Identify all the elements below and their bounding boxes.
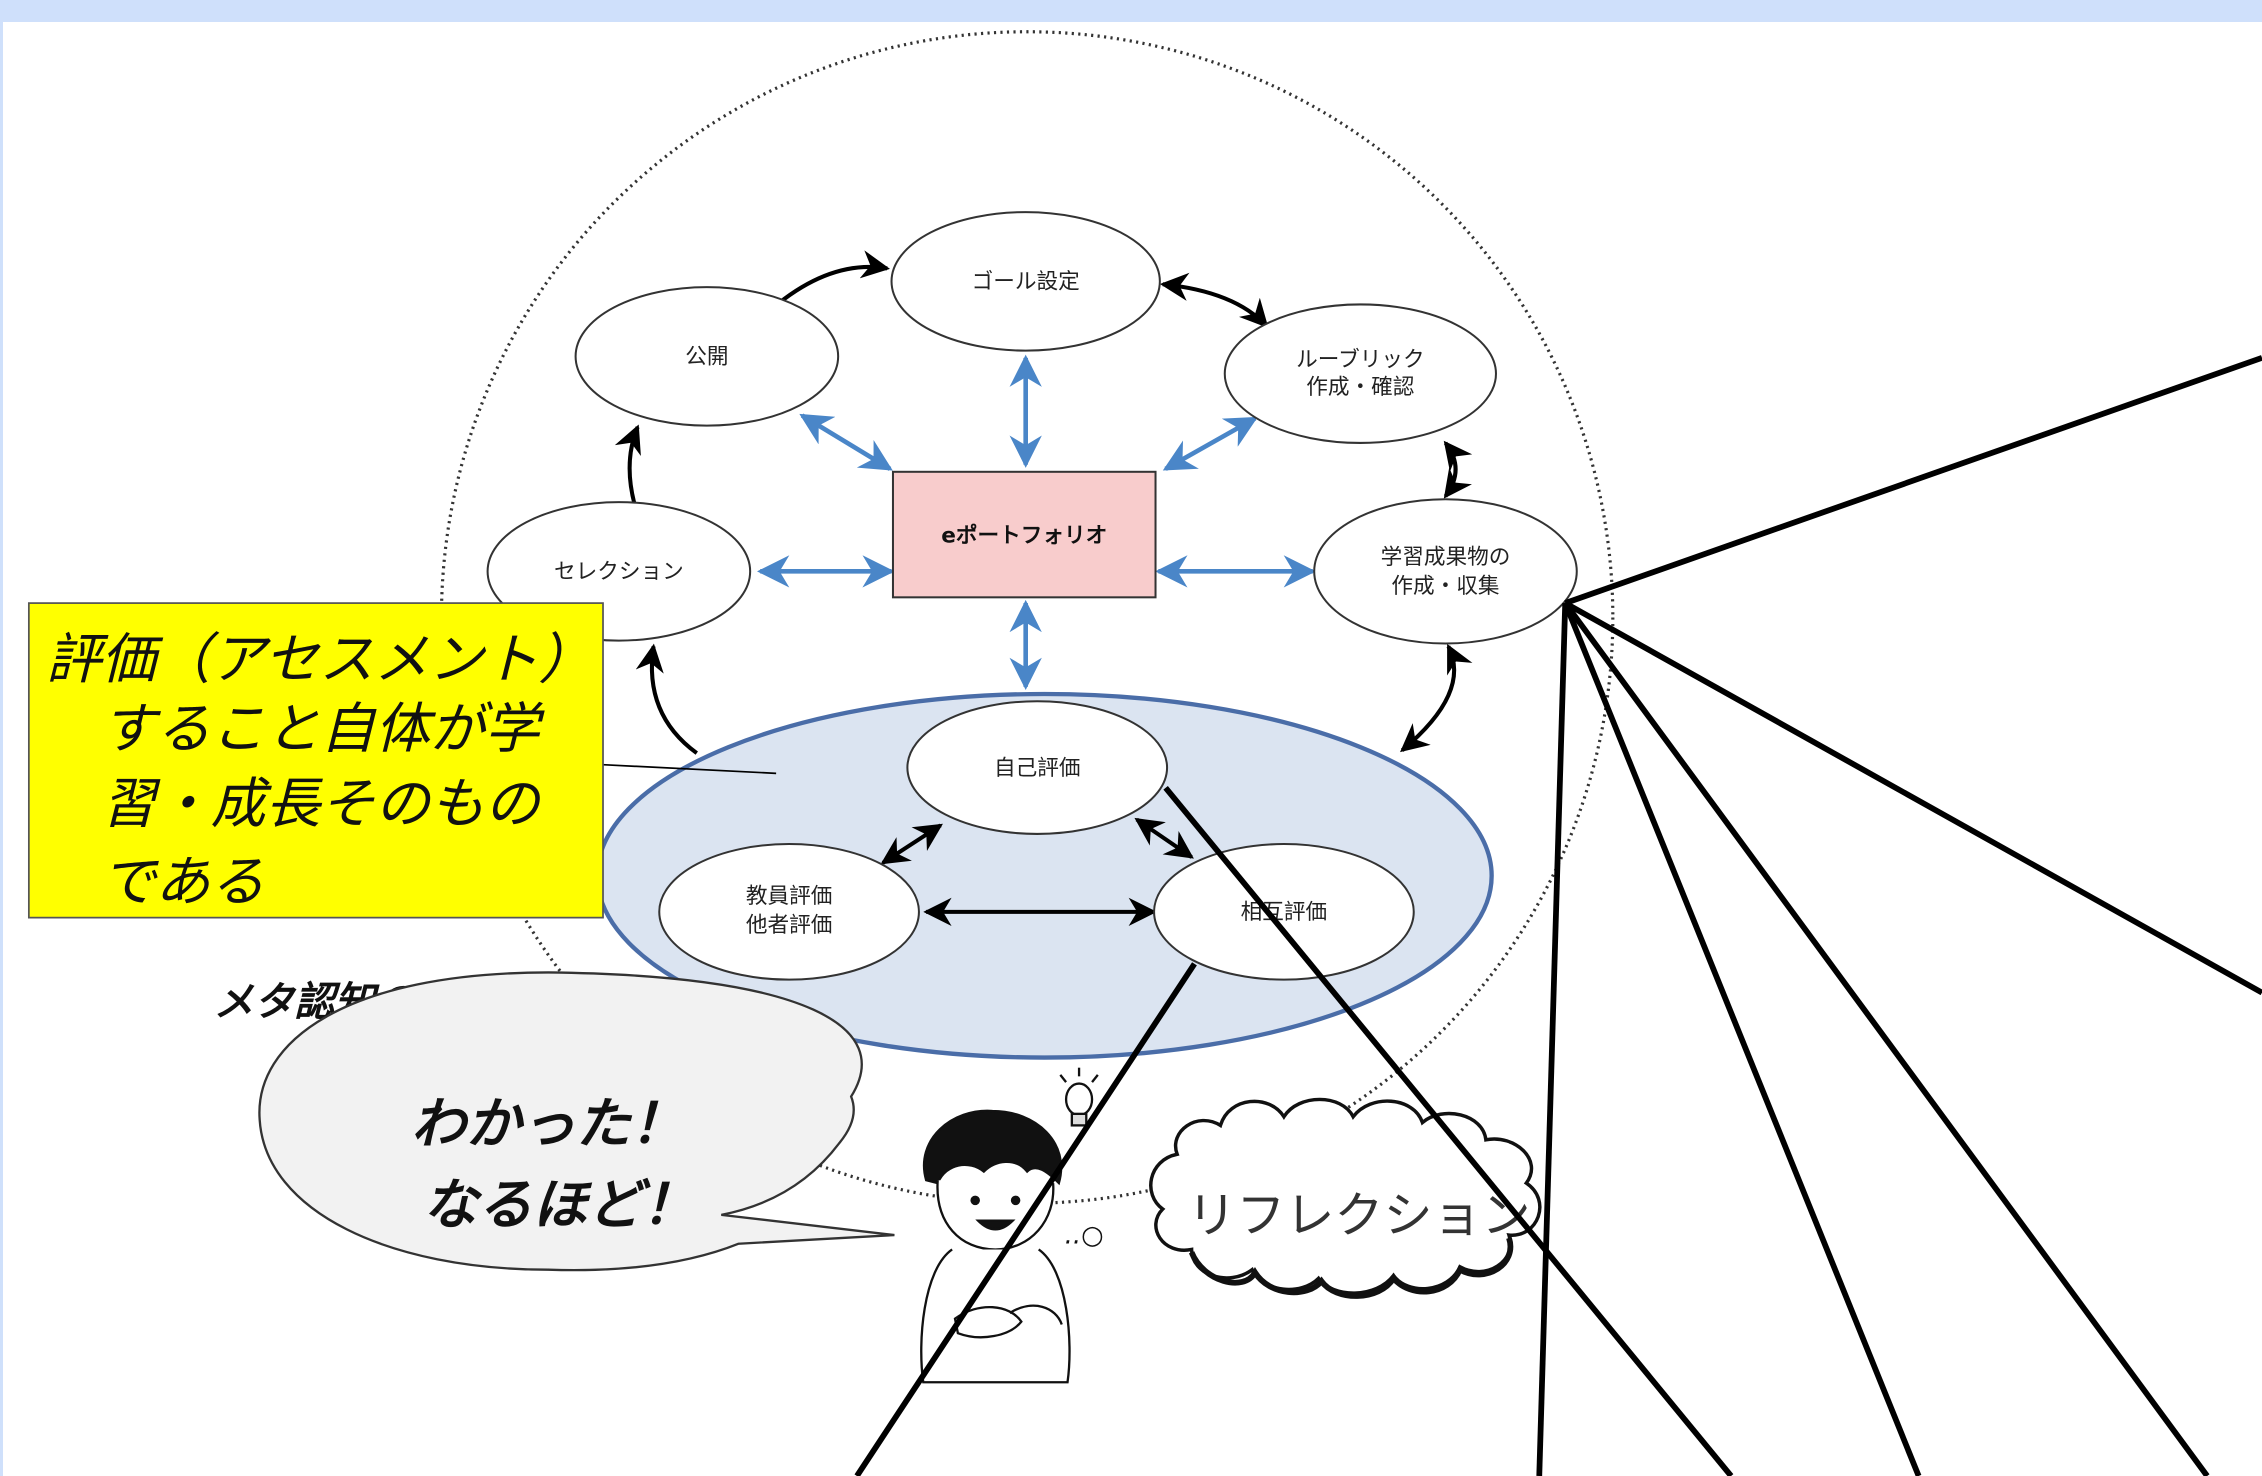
arrow-self-teacher: [880, 823, 943, 865]
callout-line-3: 習・成長そのもの: [101, 771, 543, 835]
svg-text:学習成果物の: 学習成果物の: [1381, 545, 1511, 570]
svg-text:作成・確認: 作成・確認: [1306, 375, 1414, 400]
arrow-artifacts-assessment: [1400, 643, 1473, 753]
left-edge-bar: [0, 22, 3, 1476]
ray-mutual-eval: [854, 962, 1197, 1476]
speech-line-1: わかった！: [411, 1092, 685, 1156]
node-teacher-eval: 教員評価 他者評価: [658, 843, 920, 981]
student-illustration: ..○: [920, 1067, 1104, 1384]
node-artifacts: 学習成果物の 作成・収集: [1313, 498, 1578, 645]
thought-text: リフレクション: [1187, 1186, 1530, 1244]
reflection-cloud: リフレクション: [1149, 1097, 1542, 1299]
arrow-self-mutual: [1134, 817, 1194, 859]
callout-line-1: 評価（アセスメント）: [46, 627, 593, 691]
svg-text:教員評価: 教員評価: [746, 884, 833, 909]
thought-dots: ..○: [1065, 1221, 1104, 1251]
speech-line-2: なるほど！: [423, 1173, 697, 1237]
speech-bubble: わかった！ なるほど！: [258, 971, 895, 1272]
svg-text:公開: 公開: [685, 345, 728, 370]
ray-top-right: [1564, 355, 2262, 606]
ray-mid-right: [1563, 600, 2262, 996]
node-self-eval: 自己評価: [906, 700, 1169, 835]
node-goal: ゴール設定: [890, 211, 1161, 352]
svg-text:他者評価: 他者評価: [746, 913, 833, 938]
arrow-publish-to-goal: [777, 250, 890, 305]
assessment-callout: 評価（アセスメント） すること自体が学 習・成長そのもの である: [27, 602, 604, 919]
arrow-rubric-artifacts: [1443, 440, 1473, 499]
svg-text:自己評価: 自己評価: [994, 756, 1081, 781]
arrow-goal-rubric: [1159, 272, 1269, 329]
node-mutual-eval: 相互評価: [1153, 843, 1415, 981]
pointer-lines: [854, 355, 2262, 1476]
node-publish: 公開: [574, 286, 840, 427]
callout-line-2: すること自体が学: [101, 696, 546, 760]
lightbulb-icon: [1059, 1067, 1099, 1127]
eportfolio-links: [757, 354, 1316, 691]
ray-self-eval: [1163, 785, 1734, 1476]
ray-down-3: [1536, 603, 1569, 1476]
svg-text:作成・収集: 作成・収集: [1391, 574, 1499, 599]
node-rubric: ルーブリック 作成・確認: [1223, 303, 1497, 444]
arrow-selection-publish: [614, 424, 641, 506]
svg-text:セレクション: セレクション: [554, 560, 684, 585]
cycle-arrows: [614, 250, 1473, 926]
link-publish: [799, 413, 893, 471]
svg-text:eポートフォリオ: eポートフォリオ: [941, 522, 1107, 548]
callout-leader: [602, 763, 777, 775]
ray-down-1: [1562, 601, 2210, 1476]
link-rubric: [1162, 416, 1258, 471]
svg-text:ルーブリック: ルーブリック: [1296, 347, 1424, 372]
node-eportfolio: eポートフォリオ: [891, 470, 1157, 599]
arrow-assessment-selection: [635, 643, 698, 755]
callout-line-4: である: [101, 849, 265, 913]
top-bar: [0, 0, 2262, 22]
svg-text:相互評価: 相互評価: [1241, 900, 1328, 925]
svg-text:ゴール設定: ゴール設定: [972, 270, 1080, 295]
ray-down-2: [1562, 602, 1922, 1476]
